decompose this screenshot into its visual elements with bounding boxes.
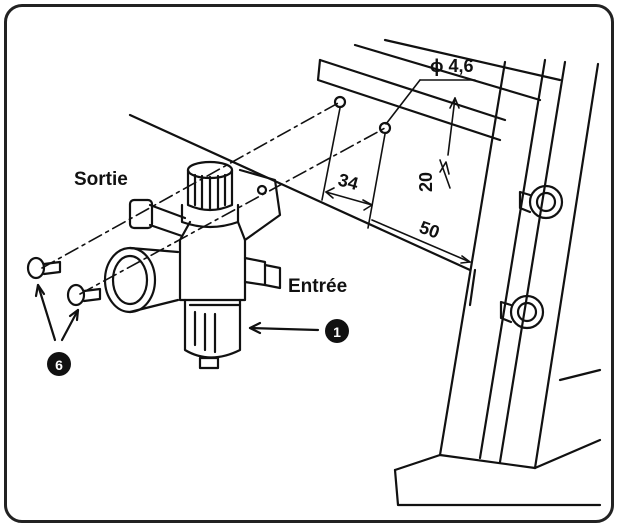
leg-bolt-top (518, 184, 564, 220)
screw-callout-arrow-1 (36, 283, 57, 342)
inlet-label: Entrée (288, 276, 347, 297)
screw-lower (66, 283, 102, 307)
table-leg (393, 58, 602, 507)
filter-regulator (103, 160, 282, 370)
screw-callout-arrow-2 (60, 308, 80, 342)
screw-upper (26, 256, 62, 280)
regulator-callout-arrow (248, 326, 320, 332)
diameter-leader (385, 79, 421, 125)
screw-callout-number: 6 (55, 357, 63, 373)
leg-bolt-bottom (499, 294, 545, 330)
table-rail (128, 38, 562, 307)
center-line-upper (41, 101, 341, 269)
regulator-callout-number: 1 (333, 324, 341, 340)
dimension-50-label: 50 (417, 217, 443, 243)
screw-callout-badge (47, 352, 71, 376)
dimension-50 (371, 219, 471, 264)
dimension-34 (321, 107, 386, 229)
dimension-20 (439, 97, 460, 189)
outlet-label: Sortie (74, 169, 128, 190)
hole-diameter-label: ϕ 4,6 (430, 56, 474, 76)
mounting-hole-upper (333, 95, 347, 109)
dimension-20-label: 20 (416, 172, 436, 192)
dimension-34-label: 34 (336, 170, 361, 195)
center-line-lower (79, 127, 386, 295)
mounting-hole-lower (378, 121, 392, 135)
regulator-callout-badge (325, 319, 349, 343)
